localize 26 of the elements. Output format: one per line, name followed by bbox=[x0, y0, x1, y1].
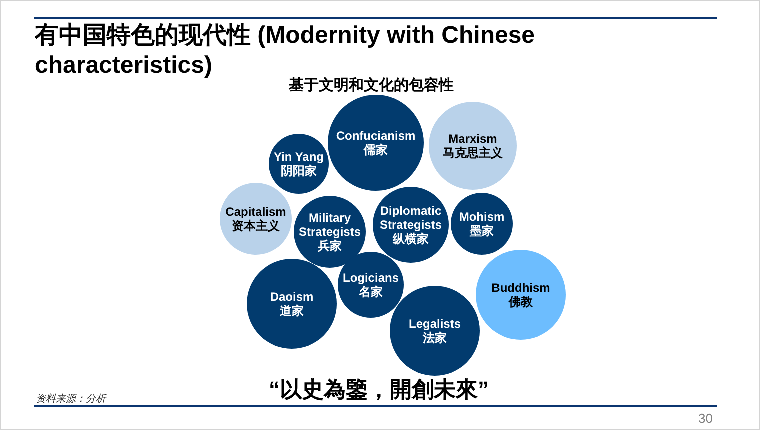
bubble-sublabel: 佛教 bbox=[508, 295, 534, 309]
bubble-label: Marxism bbox=[448, 132, 498, 146]
bubble-label: Military Strategists bbox=[298, 211, 362, 239]
bubble-sublabel: 马克思主义 bbox=[442, 146, 504, 160]
bubble-label: Capitalism bbox=[224, 205, 288, 219]
page-number: 30 bbox=[698, 410, 713, 428]
bubble-label: Logicians bbox=[342, 271, 400, 285]
bubble-sublabel: 儒家 bbox=[362, 143, 389, 157]
bubble-label: Diplomatic Strategists bbox=[378, 204, 444, 232]
bubble-sublabel: 法家 bbox=[422, 331, 448, 345]
source-note: 资料来源：分析 bbox=[36, 392, 106, 407]
bubble-sublabel: 道家 bbox=[279, 304, 305, 318]
bubble-sublabel: 兵家 bbox=[317, 239, 343, 253]
subtitle: 基于文明和文化的包容性 bbox=[289, 76, 454, 96]
bubble-label: Yin Yang bbox=[272, 150, 325, 164]
bubble-label: Buddhism bbox=[490, 281, 552, 295]
bubble-label: Legalists bbox=[408, 317, 462, 331]
bubble-sublabel: 墨家 bbox=[469, 224, 495, 238]
bubble-label: Daoism bbox=[269, 290, 315, 304]
bubble-label: Mohism bbox=[458, 210, 506, 224]
bubble-sublabel: 名家 bbox=[358, 285, 384, 299]
bubble-sublabel: 资本主义 bbox=[231, 219, 281, 233]
bubble-sublabel: 纵横家 bbox=[392, 232, 430, 246]
quote-text: “以史為鑒，開創未來” bbox=[269, 376, 489, 404]
bubble-label: Confucianism bbox=[335, 129, 417, 143]
bubble-sublabel: 阴阳家 bbox=[280, 164, 318, 178]
